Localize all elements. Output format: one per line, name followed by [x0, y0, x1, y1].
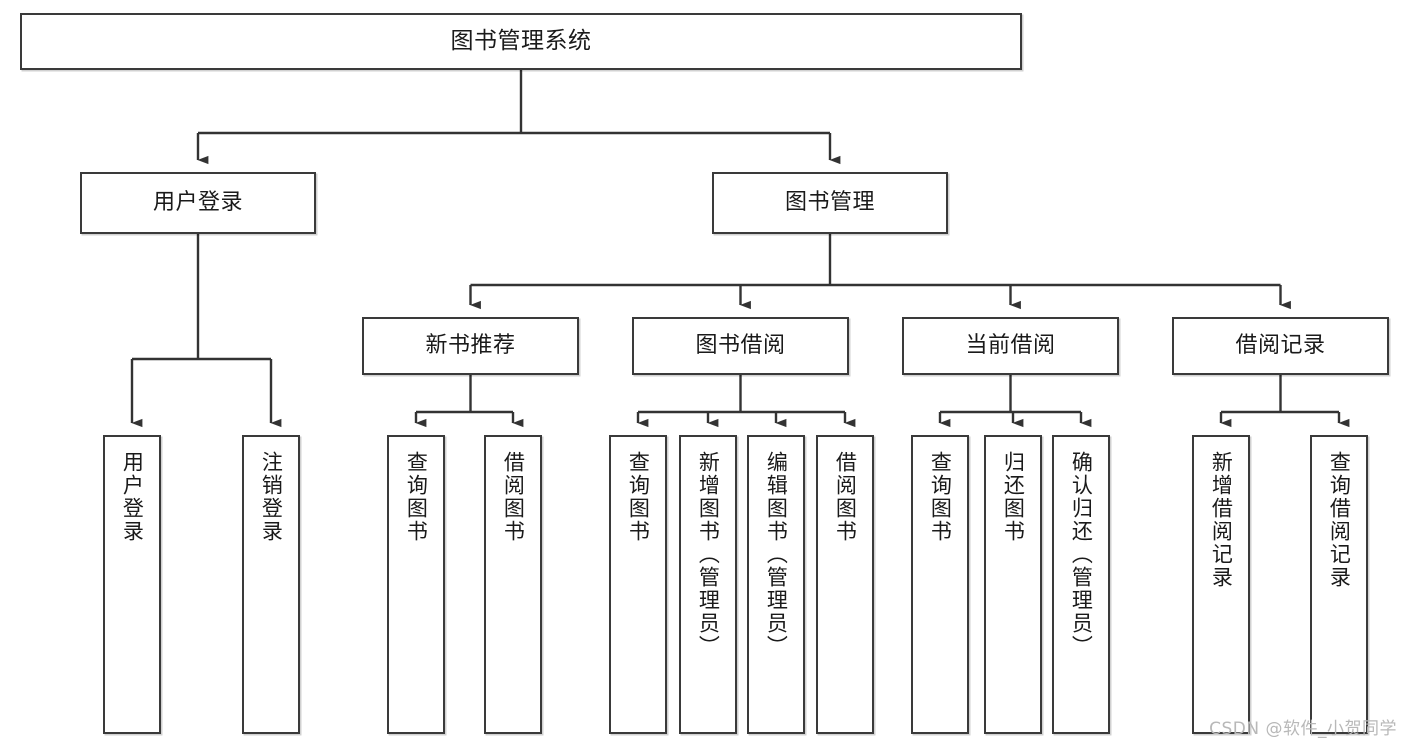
- node-label: 编辑图书（管理员）: [764, 451, 789, 658]
- leaf-query-borrowing-record[interactable]: 查询借阅记录: [1310, 435, 1368, 734]
- node-label: 借阅图书: [501, 451, 526, 543]
- leaf-logout[interactable]: 注销登录: [242, 435, 300, 734]
- node-label: 新书推荐: [425, 332, 516, 358]
- node-label: 注销登录: [259, 451, 284, 543]
- node-label: 借阅记录: [1235, 332, 1326, 358]
- node-label: 查询图书: [404, 451, 429, 543]
- watermark: CSDN @软件_小贺同学: [1209, 719, 1397, 739]
- node-label: 图书借阅: [695, 332, 786, 358]
- node-label: 查询借阅记录: [1327, 451, 1352, 589]
- node-label: 新增借阅记录: [1209, 451, 1234, 589]
- node-root-book-management-system[interactable]: 图书管理系统: [20, 13, 1022, 70]
- node-new-book-recommendation[interactable]: 新书推荐: [362, 317, 579, 375]
- leaf-query-book-current[interactable]: 查询图书: [911, 435, 969, 734]
- leaf-borrow-book-new-recommendation[interactable]: 借阅图书: [484, 435, 542, 734]
- node-label: 用户登录: [120, 451, 145, 543]
- node-label: 当前借阅: [965, 332, 1056, 358]
- node-label: 图书管理: [784, 189, 875, 215]
- leaf-borrow-book-borrowing[interactable]: 借阅图书: [816, 435, 874, 734]
- leaf-return-book[interactable]: 归还图书: [984, 435, 1042, 734]
- node-borrowing-records[interactable]: 借阅记录: [1172, 317, 1389, 375]
- leaf-query-book-new-recommendation[interactable]: 查询图书: [387, 435, 445, 734]
- node-label: 查询图书: [928, 451, 953, 543]
- node-label: 用户登录: [152, 189, 243, 215]
- leaf-query-book-borrowing[interactable]: 查询图书: [609, 435, 667, 734]
- node-label: 借阅图书: [833, 451, 858, 543]
- node-book-management[interactable]: 图书管理: [712, 172, 948, 234]
- node-label: 归还图书: [1001, 451, 1026, 543]
- node-user-login[interactable]: 用户登录: [80, 172, 316, 234]
- node-current-borrowing[interactable]: 当前借阅: [902, 317, 1119, 375]
- node-label: 图书管理系统: [450, 28, 592, 55]
- leaf-add-book-admin[interactable]: 新增图书（管理员）: [679, 435, 737, 734]
- leaf-edit-book-admin[interactable]: 编辑图书（管理员）: [747, 435, 805, 734]
- leaf-confirm-return-admin[interactable]: 确认归还（管理员）: [1052, 435, 1110, 734]
- leaf-user-login[interactable]: 用户登录: [103, 435, 161, 734]
- leaf-add-borrowing-record[interactable]: 新增借阅记录: [1192, 435, 1250, 734]
- node-label: 查询图书: [626, 451, 651, 543]
- node-book-borrowing[interactable]: 图书借阅: [632, 317, 849, 375]
- node-label: 确认归还（管理员）: [1069, 451, 1094, 658]
- node-label: 新增图书（管理员）: [696, 451, 721, 658]
